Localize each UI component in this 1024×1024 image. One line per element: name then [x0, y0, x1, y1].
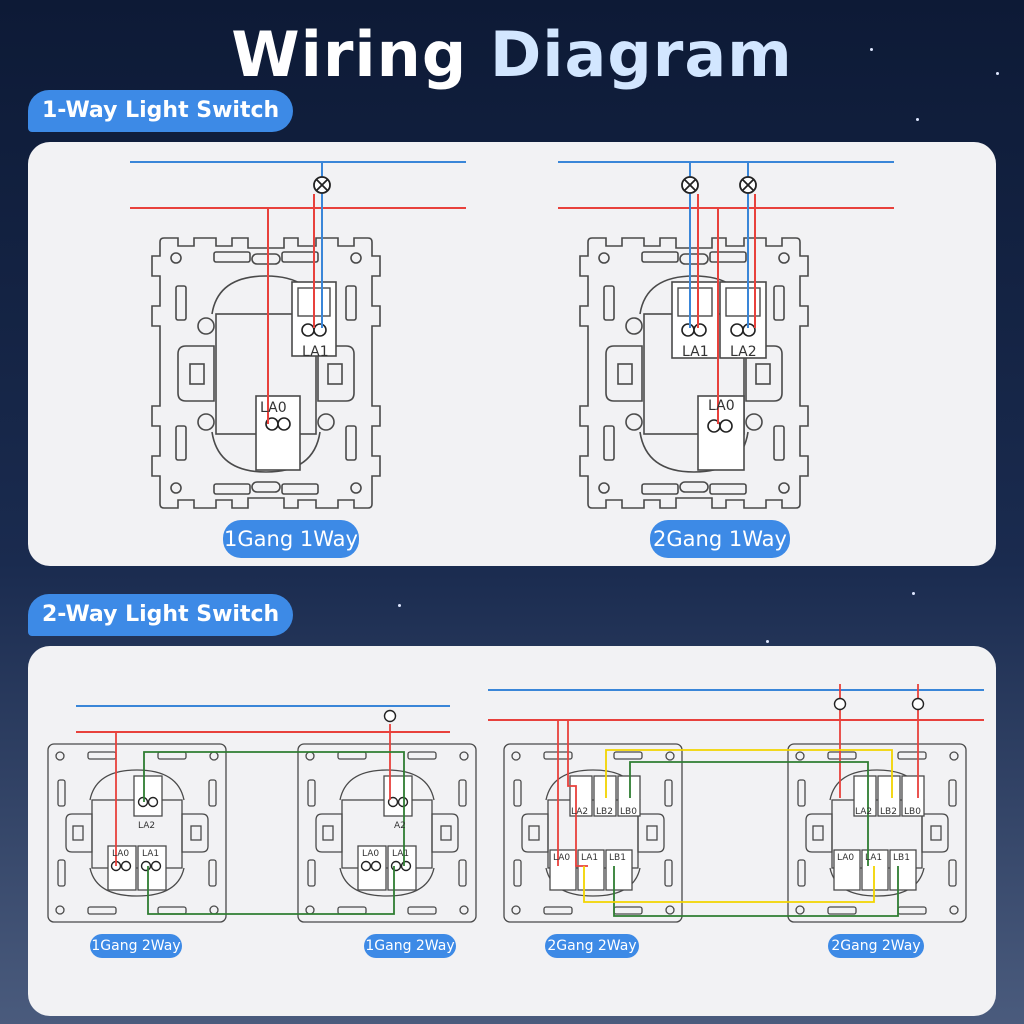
terminal-label: LA1 — [302, 344, 329, 360]
terminal-label: LA0 — [112, 849, 129, 859]
terminal-label: LA2 — [855, 807, 872, 817]
star — [766, 640, 769, 643]
terminal-label: LA1 — [142, 849, 159, 859]
two-way-panel: LA2 LA0 LA1 A2 LA0 LA1 — [28, 646, 996, 1016]
one-way-diagram: LA1 LA0 LA1 LA2 — [130, 161, 894, 509]
title-part-1: Wiring — [231, 18, 468, 91]
terminal-label: LB1 — [893, 853, 910, 863]
diagram-2gang-2way-pair: LA2 LB2 LB0 LA0 LA1 LB1 LA2 LB2 LB0 LA0 … — [488, 684, 984, 923]
terminal-label: LA0 — [553, 853, 570, 863]
one-way-panel: LA1 LA0 LA1 LA2 — [28, 142, 996, 566]
section-label-two-way: 2-Way Light Switch — [28, 594, 294, 636]
terminal-label: LA0 — [362, 849, 379, 859]
star — [912, 592, 915, 595]
terminal-label: LA1 — [581, 853, 598, 863]
terminal-label: LB2 — [596, 807, 613, 817]
terminal-label: LA2 — [730, 344, 757, 360]
terminal-label: LA0 — [260, 400, 287, 416]
diagram-1gang-1way: LA1 LA0 — [130, 161, 466, 509]
terminal-label: LB1 — [609, 853, 626, 863]
star — [916, 118, 919, 121]
star — [996, 72, 999, 75]
terminal-label: LB2 — [880, 807, 897, 817]
diagram-1gang-2way-pair: LA2 LA0 LA1 A2 LA0 LA1 — [47, 705, 477, 923]
badge-1gang-2way-right: 1Gang 2Way — [364, 934, 456, 958]
page-title: Wiring Diagram — [0, 18, 1024, 91]
diagram-2gang-1way: LA1 LA2 LA0 — [558, 161, 894, 509]
badge-2gang-2way-left: 2Gang 2Way — [545, 934, 639, 958]
star — [398, 604, 401, 607]
section-label-one-way: 1-Way Light Switch — [28, 90, 294, 132]
terminal-label: LB0 — [904, 807, 921, 817]
star — [870, 48, 873, 51]
terminal-label: LA0 — [708, 398, 735, 414]
terminal-label: LA1 — [682, 344, 709, 360]
terminal-label: LA2 — [571, 807, 588, 817]
terminal-label: A2 — [394, 821, 406, 831]
terminal-label: LA0 — [837, 853, 854, 863]
badge-2gang-1way: 2Gang 1Way — [650, 520, 790, 558]
two-way-diagram: LA2 LA0 LA1 A2 LA0 LA1 — [47, 684, 984, 923]
badge-1gang-2way-left: 1Gang 2Way — [90, 934, 182, 958]
terminal-label: LA1 — [865, 853, 882, 863]
terminal-label: LA1 — [392, 849, 409, 859]
terminal-label: LB0 — [620, 807, 637, 817]
terminal-label: LA2 — [138, 821, 155, 831]
badge-2gang-2way-right: 2Gang 2Way — [828, 934, 924, 958]
title-part-2: Diagram — [489, 18, 793, 91]
badge-1gang-1way: 1Gang 1Way — [223, 520, 359, 558]
